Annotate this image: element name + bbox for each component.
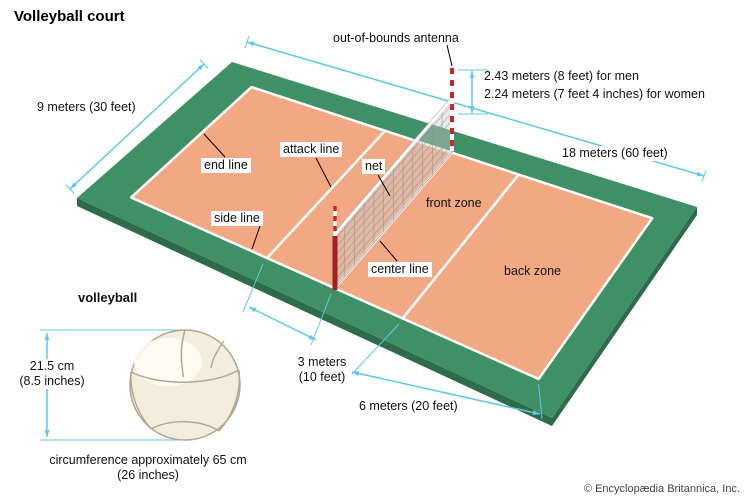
label-net-height-women: 2.24 meters (7 feet 4 inches) for women	[484, 87, 705, 101]
extension-line	[310, 293, 332, 346]
label-court-width: 9 meters (30 feet)	[34, 100, 139, 115]
ball-seam	[150, 421, 220, 432]
volleyball-illustration	[40, 329, 241, 441]
label-front-zone: front zone	[426, 196, 482, 210]
label-net-height-men: 2.43 meters (8 feet) for men	[484, 69, 639, 83]
label-center-line: center line	[368, 262, 432, 277]
ball-seam	[210, 340, 225, 369]
leader-net	[377, 174, 391, 197]
label-court-length: 18 meters (60 feet)	[559, 146, 671, 161]
label-end-line: end line	[201, 158, 251, 173]
leader-center-line	[379, 240, 398, 262]
ball-seam	[130, 369, 240, 383]
arrowhead	[352, 371, 360, 376]
leader-antenna	[446, 44, 453, 67]
label-ball-circumference-line1: circumference approximately 65 cm	[49, 453, 247, 467]
dimension-attack-distance	[242, 263, 332, 346]
page-title: Volleyball court	[14, 8, 125, 25]
label-ball-diameter-line1: 21.5 cm	[27, 359, 77, 374]
leader-end-line	[203, 133, 226, 158]
arrowhead	[197, 64, 204, 71]
arrowhead	[44, 333, 50, 340]
arrowhead	[249, 307, 257, 313]
leader-lines	[203, 44, 453, 262]
label-volleyball: volleyball	[78, 290, 138, 305]
net-assembly	[332, 68, 454, 290]
leader-side-line	[251, 225, 261, 250]
label-attack-distance-line1: 3 meters	[297, 355, 347, 369]
arrowhead	[247, 41, 255, 47]
arrowhead	[44, 430, 50, 437]
ball-seam	[218, 369, 241, 432]
arrowhead	[469, 71, 475, 78]
label-ball-circumference-line2: (26 inches)	[117, 468, 179, 482]
extension-line	[242, 263, 264, 313]
arrowhead	[469, 106, 475, 113]
arrowhead	[70, 182, 77, 189]
label-attack-line: attack line	[280, 142, 343, 157]
dimension-line	[248, 306, 317, 341]
dimension-line	[351, 371, 541, 415]
label-back-zone-distance: 6 meters (20 feet)	[356, 399, 461, 414]
leader-attack-line	[315, 157, 332, 188]
free-zone-edge-left	[77, 198, 552, 426]
label-side-line: side line	[211, 211, 263, 226]
label-ball-diameter-line2: (8.5 inches)	[17, 374, 87, 389]
label-ball-diameter: 21.5 cm (8.5 inches)	[6, 359, 98, 389]
extension-line	[538, 383, 543, 420]
label-attack-distance: 3 meters (10 feet)	[286, 355, 358, 385]
ball-seam	[180, 329, 186, 378]
label-back-zone: back zone	[504, 264, 561, 278]
label-net: net	[362, 159, 386, 174]
label-ball-circumference: circumference approximately 65 cm (26 in…	[28, 453, 268, 483]
ball-highlight	[134, 338, 202, 386]
ball-seam	[130, 371, 152, 430]
dimension-net-height	[458, 69, 488, 115]
attack-line-right	[401, 173, 520, 320]
label-antenna: out-of-bounds antenna	[333, 31, 459, 45]
ball-seams	[130, 329, 241, 432]
arrowhead	[696, 171, 704, 177]
extension-line	[351, 323, 400, 375]
dimension-back-zone	[351, 323, 543, 420]
attack-line-left	[266, 129, 387, 259]
copyright-credit: © Encyclopædia Britannica, Inc.	[583, 483, 740, 495]
net-mesh	[334, 104, 453, 281]
arrowhead	[532, 410, 540, 415]
dimension-court-width	[65, 59, 209, 194]
free-zone-edge-right	[552, 207, 697, 426]
arrowhead	[308, 334, 316, 340]
dimension-line	[69, 63, 205, 190]
label-attack-distance-line2: (10 feet)	[298, 370, 346, 384]
